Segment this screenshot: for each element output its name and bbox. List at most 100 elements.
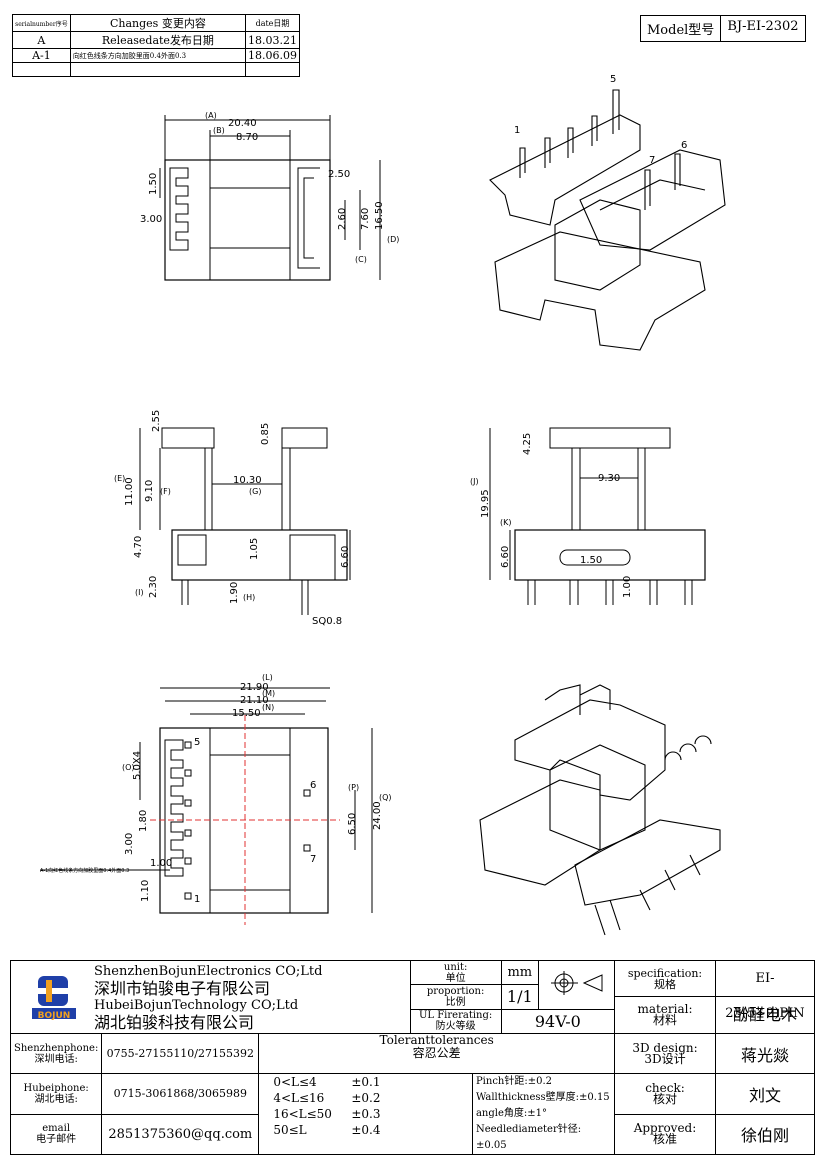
ref-label: (B)	[213, 126, 225, 135]
dim-label: 2.60	[337, 208, 348, 230]
dim-label: 3.00	[124, 833, 135, 855]
dim-label: 21.10	[240, 695, 269, 706]
dim-label: 16.50	[374, 201, 385, 230]
company-en-1: ShenzhenBojunElectronics CO;Ltd	[94, 964, 323, 979]
spec-tolerance: Needlediameter针径:±0.05	[475, 1124, 582, 1151]
dim-label: 1.50	[148, 173, 159, 195]
iso1-core-tube	[554, 199, 641, 291]
dim-label: 3.00	[140, 214, 162, 225]
iso1-pin-header	[489, 114, 641, 226]
email-label: email 电子邮件	[9, 1113, 103, 1155]
unit-block: unit: 单位 mm proportion: 比例 1/1 UL Firera…	[409, 960, 616, 1034]
projection-symbol	[538, 961, 614, 1010]
spec-tolerance: angle角度:±1°	[475, 1108, 547, 1119]
ref-label: (L)	[262, 673, 273, 682]
front-top-flange-right	[281, 427, 328, 449]
email: 2851375360@qq.com	[101, 1113, 260, 1155]
design-label: 3D design: 3D设计	[614, 1033, 716, 1074]
ref-label: (F)	[160, 487, 171, 496]
side-top-flange	[549, 427, 671, 449]
check-value: 刘文	[715, 1073, 815, 1115]
dim-label: 9.30	[598, 473, 620, 484]
pin-label: 7	[310, 854, 316, 865]
front-top-flange-left	[161, 427, 215, 449]
isometric-view-bottom	[479, 684, 721, 936]
top-view-outline	[164, 159, 331, 281]
dim-label: 20.40	[228, 118, 257, 129]
side-pins	[527, 580, 693, 605]
dim-label: 2.30	[148, 576, 159, 598]
iso2-base-block	[479, 779, 601, 886]
revision-row: A Releasedate发布日期 18.03.21	[12, 31, 300, 49]
ref-label: (I)	[135, 588, 144, 597]
side-base	[514, 529, 706, 581]
approved-label: Approved: 核准	[614, 1113, 716, 1155]
dim-label: SQ0.8	[312, 616, 342, 627]
dim-label: 11.00	[124, 477, 135, 506]
iso1-base-flange	[494, 231, 706, 351]
company-cn-1: 深圳市铂骏电子有限公司	[94, 979, 271, 998]
proportion-label: proportion: 比例	[410, 984, 502, 1010]
iso1-window	[599, 179, 706, 211]
iso2-pins	[594, 854, 701, 936]
dim-label: 10.30	[233, 475, 262, 486]
ul-label: UL Firerating: 防火等级	[410, 1009, 502, 1033]
dim-label: 1.00	[150, 858, 172, 869]
pin-label: 7	[649, 155, 655, 166]
model-value: BJ-EI-2302	[720, 16, 804, 41]
dim-label: 8.70	[236, 132, 258, 143]
side-view: 4.25 9.30 19.95 6.60 1.50 1.00 (J) (K)	[470, 427, 706, 605]
tolerance-row: 16<L≤50±0.3	[273, 1107, 381, 1121]
dim-label: 6.60	[500, 546, 511, 568]
ref-label: (H)	[243, 593, 255, 602]
title-block: BOJUN ShenzhenBojunElectronics CO;Ltd 深圳…	[9, 960, 815, 1155]
iso2-pin-hooks	[664, 735, 712, 761]
dim-label: 7.60	[360, 208, 371, 230]
iso2-core-tube	[549, 744, 646, 851]
front-base	[171, 529, 348, 581]
spec-tolerances: Pinch针距:±0.2 Wallthickness壁厚度:±0.15 angl…	[471, 1073, 616, 1155]
tolerance-row: 0<L≤4±0.1	[273, 1075, 381, 1089]
hubei-phone-label: Hubeiphone: 湖北电话:	[9, 1073, 103, 1115]
dim-label: 19.95	[480, 489, 491, 518]
dim-label: 1.05	[249, 538, 260, 560]
shenzhen-phone-label: Shenzhenphone: 深圳电话:	[9, 1033, 103, 1074]
top-view-pins-left	[169, 167, 189, 251]
dim-label: 4.70	[133, 536, 144, 558]
tolerance-ranges: 0<L≤4±0.1 4<L≤16±0.2 16<L≤50±0.3 50≤L±0.…	[258, 1073, 473, 1155]
front-base-detail	[289, 534, 336, 581]
dim-label: 2.50	[328, 169, 350, 180]
spec-tolerance: Pinch针距:±0.2	[475, 1076, 553, 1087]
company-cn-2: 湖北铂骏科技有限公司	[94, 1013, 255, 1032]
bottom-view: 21.90 21.10 15.50 5.0X4 3.00 1.80 1.00 1…	[40, 673, 392, 925]
dim-label: 6.60	[340, 546, 351, 568]
isometric-view-top: 1 5 6 7	[489, 74, 726, 351]
bottom-left-comb	[164, 739, 184, 877]
ref-label: (D)	[387, 235, 399, 244]
top-view: (A) 20.40 (B) 8.70 1.50 3.00 2.50 2.60 7…	[140, 111, 399, 281]
pin-label: 5	[610, 74, 616, 85]
spec-labels: specification: 规格 material: 材料	[614, 960, 716, 1034]
dim-label: 4.25	[522, 433, 533, 455]
iso2-top-flange	[514, 699, 666, 801]
spec-value: EI-23(5+2)PIN	[716, 961, 814, 1021]
tolerance-row: 4<L≤16±0.2	[273, 1091, 381, 1105]
iso1-pins-left	[519, 89, 620, 178]
shenzhen-phone: 0755-27155110/27155392	[101, 1033, 260, 1074]
projection-icon	[551, 970, 603, 995]
ref-label: (M)	[262, 689, 275, 698]
check-label: check: 核对	[614, 1073, 716, 1115]
bottom-pin-squares	[184, 741, 311, 900]
approved-value: 徐伯刚	[715, 1113, 815, 1155]
iso1-pins-right	[644, 153, 681, 210]
pin-label: 1	[194, 894, 200, 905]
iso2-top-tabs	[544, 684, 611, 715]
dim-label: 6.50	[347, 813, 358, 835]
ref-label: (G)	[249, 487, 261, 496]
ref-label: (J)	[470, 477, 479, 486]
model-label: Model型号	[647, 23, 715, 38]
ref-label: (P)	[348, 783, 359, 792]
unit-label: unit: 单位	[410, 961, 502, 986]
logo-icon	[32, 975, 76, 1019]
design-value: 蒋光燚	[715, 1033, 815, 1074]
